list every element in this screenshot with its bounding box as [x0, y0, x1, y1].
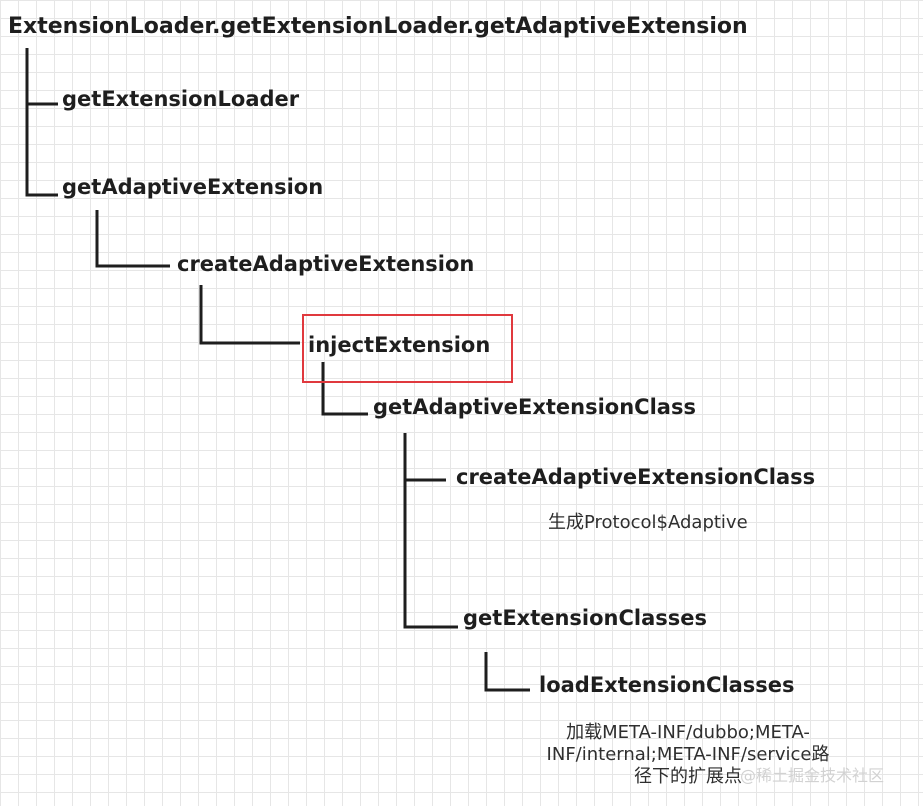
note-load-paths-line-2: INF/internal;META-INF/service路	[546, 744, 830, 765]
connector-create-adaptive-extension	[199, 285, 300, 345]
node-inject-extension: injectExtension	[308, 333, 491, 357]
connector-get-adaptive-extension-class	[403, 433, 458, 629]
node-create-adaptive-extension: createAdaptiveExtension	[177, 252, 475, 276]
note-generate-protocol-adaptive: 生成Protocol$Adaptive	[548, 512, 748, 533]
node-get-adaptive-extension-class: getAdaptiveExtensionClass	[373, 395, 696, 419]
highlight-box	[302, 314, 513, 383]
note-load-paths-line-3: 径下的扩展点	[634, 766, 742, 787]
connector-root	[25, 48, 58, 197]
node-get-extension-classes: getExtensionClasses	[463, 606, 708, 630]
node-load-extension-classes: loadExtensionClasses	[539, 673, 795, 697]
connector-get-extension-classes	[484, 652, 530, 692]
note-load-paths-line-1: 加载META-INF/dubbo;META-	[566, 722, 810, 743]
connector-get-adaptive-extension	[95, 210, 170, 268]
note-load-paths: 加载META-INF/dubbo;META- INF/internal;META…	[510, 722, 866, 788]
node-get-adaptive-extension: getAdaptiveExtension	[62, 175, 324, 199]
node-create-adaptive-extension-class: createAdaptiveExtensionClass	[456, 465, 816, 489]
node-get-extension-loader: getExtensionLoader	[62, 87, 300, 111]
connector-inject-extension	[321, 362, 368, 416]
watermark-text: @稀土掘金技术社区	[740, 766, 885, 785]
root-call-label: ExtensionLoader.getExtensionLoader.getAd…	[8, 14, 748, 39]
